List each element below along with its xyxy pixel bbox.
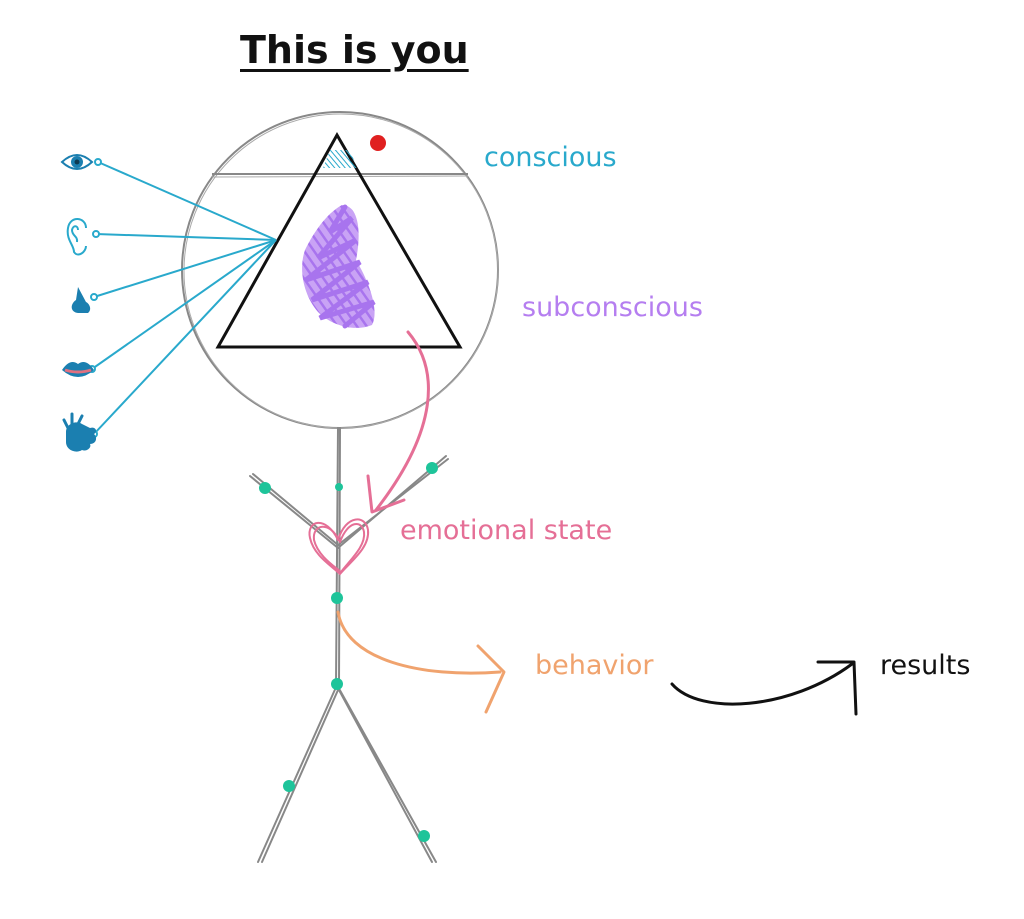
subconscious-strokes xyxy=(304,204,376,329)
ear-icon xyxy=(66,218,87,256)
nose-icon xyxy=(71,287,91,313)
eye-icon xyxy=(60,154,94,170)
subconscious-to-emotion-arrow xyxy=(366,330,430,514)
label-behavior: behavior xyxy=(535,650,654,681)
label-subconscious: subconscious xyxy=(522,292,703,323)
stick-figure xyxy=(249,427,449,863)
diagram-title: This is you xyxy=(240,28,469,72)
mind-triangle xyxy=(215,131,463,349)
hand-icon xyxy=(62,412,97,452)
label-results: results xyxy=(880,650,971,681)
ray-endpoints xyxy=(88,158,102,438)
mouth-icon xyxy=(62,362,94,377)
behavior-arrow xyxy=(336,610,506,714)
results-arrow xyxy=(670,660,858,716)
label-emotional-state: emotional state xyxy=(400,515,613,546)
red-dot xyxy=(370,135,386,151)
label-conscious: conscious xyxy=(484,142,617,173)
joint-dots xyxy=(259,462,438,842)
sense-rays xyxy=(91,161,277,435)
conscious-divider xyxy=(211,173,469,178)
heart-icon xyxy=(308,518,370,575)
conscious-scribble xyxy=(323,150,357,168)
